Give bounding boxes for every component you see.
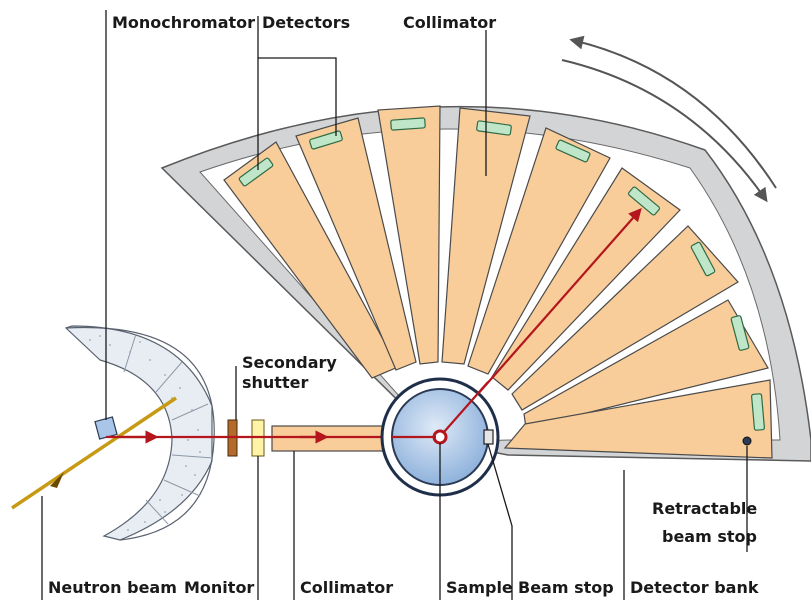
detector-tube xyxy=(390,117,426,131)
collimator-wedge xyxy=(467,127,611,375)
collimator-wedge xyxy=(511,225,739,411)
detector-tube xyxy=(309,130,343,150)
label-retractable-2: beam stop xyxy=(662,527,757,546)
collimator-wedge xyxy=(503,379,773,459)
detector-tube xyxy=(627,186,661,216)
detector-tube xyxy=(730,315,750,351)
detectors xyxy=(238,117,765,431)
label-sample: Sample xyxy=(446,578,513,597)
retractable-beam-stop xyxy=(742,436,752,446)
collimator-wedge xyxy=(223,141,399,379)
rotation-arrow-icon xyxy=(561,35,777,203)
labels: Monochromator Detectors Collimator Secon… xyxy=(48,13,759,597)
monochromator-crystal xyxy=(94,416,118,440)
label-collimator-bottom: Collimator xyxy=(300,578,393,597)
detector-tube xyxy=(690,241,716,277)
label-secondary-shutter-2: shutter xyxy=(242,373,308,392)
label-retractable-1: Retractable xyxy=(652,499,757,518)
label-beam-stop: Beam stop xyxy=(518,578,614,597)
collimator-wedge xyxy=(377,105,441,365)
monochromator-shield xyxy=(64,325,215,541)
label-detectors: Detectors xyxy=(262,13,350,32)
collimator-wedge xyxy=(295,117,417,371)
label-neutron-beam: Neutron beam xyxy=(48,578,177,597)
collimator-wedge xyxy=(491,167,681,391)
horizontal-collimator xyxy=(271,425,393,452)
neutron-beam-arrow-icon xyxy=(50,472,64,488)
diffracted-beam-inside-chamber xyxy=(443,381,489,433)
label-monitor: Monitor xyxy=(184,578,254,597)
label-collimator-top: Collimator xyxy=(403,13,496,32)
collimator-wedges xyxy=(223,105,773,459)
beam-stop xyxy=(483,429,494,445)
detector-tube xyxy=(555,139,591,163)
detector-tube xyxy=(751,393,765,431)
leader-lines xyxy=(41,10,748,600)
collimator-wedge xyxy=(441,107,531,365)
label-monochromator: Monochromator xyxy=(112,13,255,32)
neutron-beam xyxy=(11,396,177,510)
label-detector-bank: Detector bank xyxy=(630,578,759,597)
label-secondary-shutter-1: Secondary xyxy=(242,353,337,372)
detector-tube xyxy=(238,157,274,187)
